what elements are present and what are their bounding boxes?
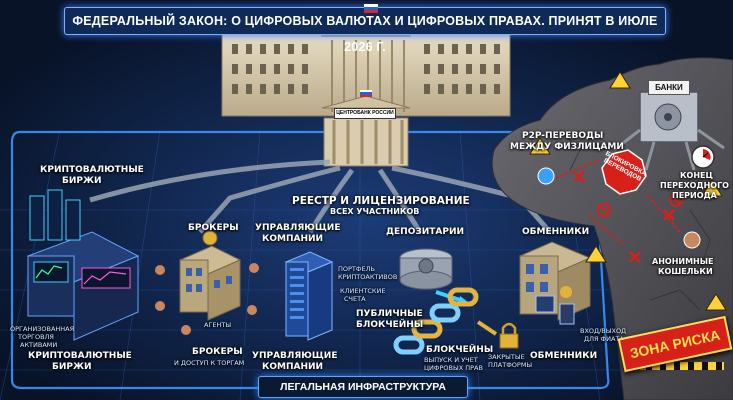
coin-icon [202,230,218,246]
russian-flag-icon [364,4,378,13]
no-entry-icon [597,193,683,217]
exchanges-bottom-label: КРИПТОВАЛЮТНЫЕ [28,351,132,361]
person-icon [155,265,165,275]
bank-vault [613,91,725,171]
public-blockchains-label: ПУБЛИЧНЫЕ [356,309,423,319]
central-bank-building [321,90,411,167]
central-bank-label: ЦЕНТРОБАНК РОССИИ [336,110,394,116]
title-banner: ФЕДЕРАЛЬНЫЙ ЗАКОН: О ЦИФРОВЫХ ВАЛЮТАХ И … [64,7,666,54]
exchanges-top-label-2: БИРЖИ [62,176,102,186]
crypto-exchange-building [26,189,140,341]
clients-label-2: СЧЕТА [344,295,366,303]
issue-rights-label-2: ЦИФРОВЫХ ПРАВ [424,364,483,372]
atm-icon [559,303,575,325]
exchanges-note-2: ТОРГОВЛЯ [18,333,54,341]
banks-label: БАНКИ [655,83,683,92]
brokers-top-label: БРОКЕРЫ [188,223,239,233]
brokers-building [155,230,259,335]
depositories-label: ДЕПОЗИТАРИИ [386,227,465,237]
exchanges-top-label: КРИПТОВАЛЮТНЫЕ [40,165,144,175]
anonymous-user-icon [683,231,701,249]
legal-infrastructure-banner: ЛЕГАЛЬНАЯ ИНФРАСТРУКТУРА [258,376,468,398]
padlock-icon [499,322,519,349]
agents-label: АГЕНТЫ [204,321,232,329]
management-top-label-2: КОМПАНИИ [262,234,324,244]
closed-platforms-label: ЗАКРЫТЫЕ [488,353,525,361]
exchanges-note: ОРГАНИЗОВАННАЯ [10,325,75,333]
person-icon [247,305,257,315]
blockchains-label: БЛОКЧЕЙНЫ [426,345,494,355]
p2p-label-2: МЕЖДУ ФИЗЛИЦАМИ [510,142,624,152]
depository-vault [399,248,468,306]
page-title: ФЕДЕРАЛЬНЫЙ ЗАКОН: О ЦИФРОВЫХ ВАЛЮТАХ И … [72,14,658,54]
p2p-label: P2P-ПЕРЕВОДЫ [522,131,604,141]
management-bottom-label: УПРАВЛЯЮЩИЕ [252,351,338,361]
brokers-bottom-label: БРОКЕРЫ [192,347,243,357]
banks-sign: БАНКИ [648,80,690,95]
person-icon [155,301,165,311]
cross-icon [573,171,675,263]
portfolio-label-2: КРИПТОАКТИВОВ [338,273,398,281]
anonymous-wallets-label-2: КОШЕЛЬКИ [658,267,713,276]
registry-label: РЕЕСТР И ЛИЦЕНЗИРОВАНИЕ [292,195,470,207]
management-bottom-label-2: КОМПАНИИ [262,362,324,372]
registry-sublabel: ВСЕХ УЧАСТНИКОВ [330,207,420,216]
warning-icon [529,71,727,311]
brokers-bottom-sublabel: И ДОСТУП К ТОРГАМ [174,359,245,367]
blockchain-chain [393,287,479,355]
exchanges-note-3: АКТИВАМИ [20,341,58,349]
issue-rights-label: ВЫПУСК И УЧЕТ [424,356,478,364]
legal-infrastructure-label: ЛЕГАЛЬНАЯ ИНФРАСТРУКТУРА [280,381,446,393]
fiat-label: ВХОД/ВЫХОД [580,327,627,335]
transition-label-2: ПЕРЕХОДНОГО [660,181,729,190]
user-icon [537,167,555,185]
arrow-icon [555,159,681,247]
stop-sign-icon [601,149,647,195]
fiat-label-2: ДЛЯ ФИАТА [584,335,624,343]
anonymous-wallets-label: АНОНИМНЫЕ [652,257,714,266]
clock-icon [691,145,715,169]
transition-label-3: ПЕРИОДА [672,191,717,200]
closed-platforms-label-2: ПЛАТФОРМЫ [488,361,533,369]
person-icon [249,263,259,273]
management-tower [284,251,334,341]
ruble-icon [560,286,572,298]
management-top-label: УПРАВЛЯЮЩИЕ [255,223,341,233]
risk-rock [491,57,733,400]
public-blockchains-label-2: БЛОКЧЕЙНЫ [356,320,424,330]
exchangers-top-label: ОБМЕННИКИ [522,227,590,237]
portfolio-label: ПОРТФЕЛЬ [338,265,375,273]
person-icon [181,325,191,335]
exchanger-building [518,241,592,325]
exchanges-bottom-label-2: БИРЖИ [52,362,92,372]
transition-label: КОНЕЦ [680,171,713,180]
exchangers-bottom-label: ОБМЕННИКИ [530,351,598,361]
clients-label: КЛИЕНТСКИЕ [340,287,386,295]
rock-cracks [559,129,711,311]
central-bank-sign: ЦЕНТРОБАНК РОССИИ [334,108,396,119]
arrow-icon [476,320,498,336]
